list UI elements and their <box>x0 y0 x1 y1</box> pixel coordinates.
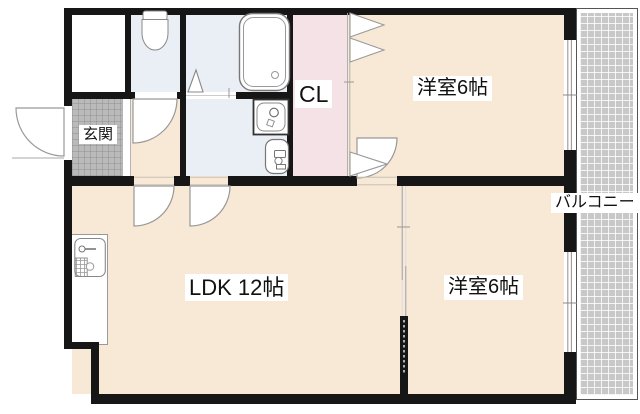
sliding-window-bottom-icon <box>563 252 577 352</box>
storage-room-floor <box>72 14 125 92</box>
bedroom-bottom-label: 洋室6帖 <box>444 275 524 300</box>
wall-wash-closet-divider <box>287 8 293 186</box>
wall-left-lower <box>64 160 72 349</box>
wall-room-partition <box>400 316 408 404</box>
wall-east-upper <box>564 8 576 40</box>
toilet-room-floor <box>131 14 180 92</box>
wall-jog-vertical <box>91 342 99 404</box>
hallway-floor <box>131 99 186 186</box>
entrance-step <box>122 99 131 176</box>
wall-left-upper <box>64 8 72 106</box>
wall-east-lower <box>564 352 576 404</box>
wall-bath-bottom <box>236 92 293 99</box>
sliding-window-top-icon <box>563 40 577 150</box>
washroom-floor <box>186 99 287 176</box>
wall-mid-b <box>174 176 190 186</box>
kitchen-counter <box>72 234 108 345</box>
wall-top <box>64 8 576 15</box>
wall-mid-a <box>64 176 134 186</box>
ldk-label: LDK 12帖 <box>185 274 289 302</box>
balcony-label: バルコニー <box>551 193 639 214</box>
wall-jog-horizontal <box>64 342 99 349</box>
entrance-label: 玄関 <box>79 125 118 145</box>
entrance-swing-door-icon <box>12 107 65 159</box>
wall-storage-toilet-divider <box>125 8 131 99</box>
wall-hall-wash-divider <box>180 8 186 178</box>
bathroom-floor <box>186 14 287 92</box>
wall-entrance-top <box>64 92 135 99</box>
wall-mid-c <box>228 176 357 186</box>
closet-label: CL <box>295 80 333 109</box>
wall-mid-d <box>397 176 564 186</box>
wall-bottom <box>91 394 564 404</box>
bedroom-top-label: 洋室6帖 <box>413 76 493 101</box>
